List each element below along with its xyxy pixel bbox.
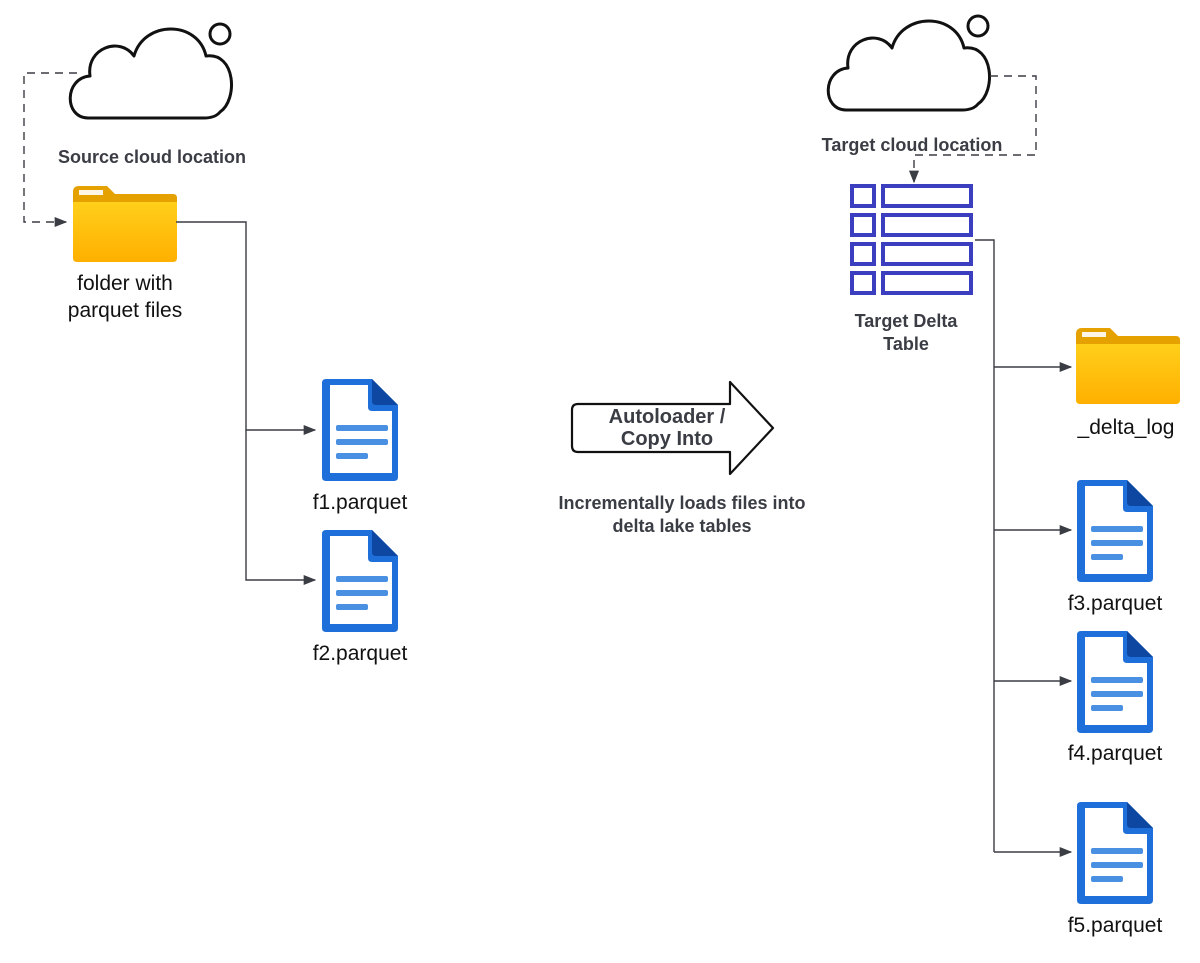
- f2-document-icon: [322, 530, 398, 632]
- process-arrow-label-line1: Autoloader /: [609, 406, 726, 428]
- source-dashed-connector: [23, 72, 77, 228]
- process-description-line1: Incrementally loads files into: [558, 493, 805, 513]
- target-cloud-icon: [826, 14, 992, 112]
- process-arrow-shape: [570, 380, 775, 476]
- process-arrow-label-line2: Copy Into: [621, 428, 713, 450]
- target-table-label-line2: Table: [883, 334, 929, 354]
- process-description-line2: delta lake tables: [612, 516, 751, 536]
- f4-file-label: f4.parquet: [1068, 742, 1163, 765]
- source-cloud-icon: [68, 22, 234, 120]
- target-delta-table-icon: [850, 184, 973, 295]
- target-trunk-connector: [975, 239, 995, 852]
- source-connector-f2: [245, 430, 317, 586]
- f4-document-icon: [1077, 631, 1153, 733]
- delta-log-folder-icon: [1076, 328, 1180, 404]
- source-folder-label-line1: folder with: [77, 272, 173, 295]
- f5-file-label: f5.parquet: [1068, 914, 1163, 937]
- f5-document-icon: [1077, 802, 1153, 904]
- delta-log-label: _delta_log: [1077, 416, 1175, 439]
- source-folder-label: folder with: [77, 272, 173, 295]
- target-table-label-line1: Target Delta: [855, 311, 959, 331]
- f1-document-icon: [322, 379, 398, 481]
- target-dashed-connector: [908, 75, 1037, 184]
- source-connector-f1: [176, 221, 317, 436]
- source-folder-label-line2: parquet files: [68, 299, 182, 322]
- f1-file-label: f1.parquet: [313, 491, 408, 514]
- f2-file-label: f2.parquet: [313, 642, 408, 665]
- target-cloud-label: Target cloud location: [822, 135, 1003, 155]
- source-folder-icon: [73, 186, 177, 262]
- f3-document-icon: [1077, 480, 1153, 582]
- f3-file-label: f3.parquet: [1068, 592, 1163, 615]
- source-cloud-label: Source cloud location: [58, 147, 246, 167]
